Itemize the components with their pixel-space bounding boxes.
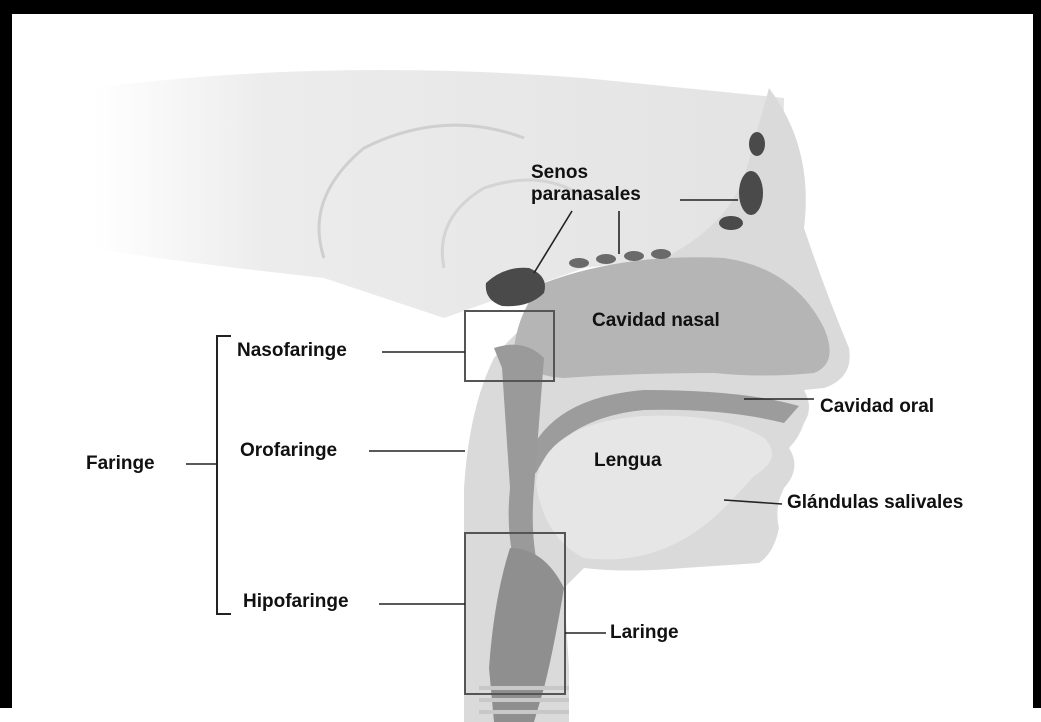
frontal-sinus bbox=[749, 132, 765, 156]
label-faringe: Faringe bbox=[86, 453, 155, 475]
label-senos: Senos bbox=[531, 162, 588, 184]
label-cavidad-oral: Cavidad oral bbox=[820, 396, 934, 418]
frontal-sinus-2 bbox=[739, 171, 763, 215]
ethmoid-cell-4 bbox=[651, 249, 671, 259]
ethmoid-cell bbox=[569, 258, 589, 268]
label-paranasales: paranasales bbox=[531, 184, 641, 206]
faringe-bracket bbox=[217, 336, 231, 614]
ethmoid-cell-2 bbox=[596, 254, 616, 264]
maxillary-sinus bbox=[719, 216, 743, 230]
label-glandulas-salivales: Glándulas salivales bbox=[787, 492, 963, 514]
label-hipofaringe: Hipofaringe bbox=[243, 591, 349, 613]
ethmoid-cell-3 bbox=[624, 251, 644, 261]
label-laringe: Laringe bbox=[610, 622, 679, 644]
label-nasofaringe: Nasofaringe bbox=[237, 340, 347, 362]
head-neck-illustration bbox=[24, 28, 1041, 722]
label-lengua: Lengua bbox=[594, 450, 662, 472]
anatomy-figure: Senos paranasales Cavidad nasal Nasofari… bbox=[24, 28, 1041, 722]
label-cavidad-nasal: Cavidad nasal bbox=[592, 310, 720, 332]
label-orofaringe: Orofaringe bbox=[240, 440, 337, 462]
